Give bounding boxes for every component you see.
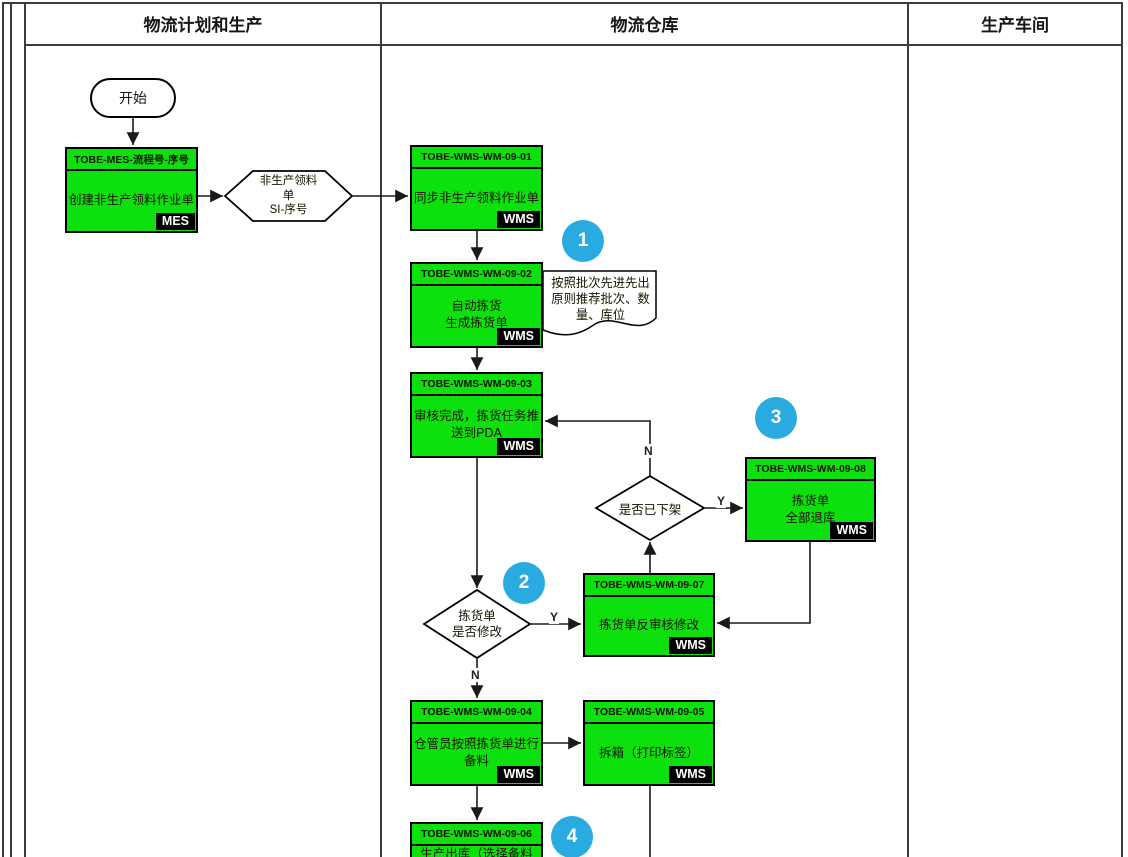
- process-body: 自动拣货 生成拣货单: [445, 299, 508, 330]
- process-body: 创建非生产领料作业单: [69, 192, 195, 207]
- lane-title-logistics-planning: 物流计划和生产: [143, 15, 263, 35]
- lane-title-production-workshop: 生产车间: [981, 15, 1049, 35]
- edge-label-modify-no: N: [470, 668, 481, 682]
- process-wm-09-02: TOBE-WMS-WM-09-02 自动拣货 生成拣货单 WMS: [410, 262, 543, 348]
- process-id: TOBE-WMS-WM-09-07: [585, 575, 713, 597]
- process-id: TOBE-WMS-WM-09-06: [412, 824, 541, 846]
- frame-inner-left-border: [10, 2, 12, 857]
- system-tag-wms: WMS: [669, 637, 712, 654]
- document-note-shape: [542, 270, 657, 336]
- process-mes-create: TOBE-MES-流程号-序号 创建非生产领料作业单 MES: [65, 147, 198, 233]
- start-label: 开始: [119, 90, 147, 106]
- process-id: TOBE-WMS-WM-09-04: [412, 702, 541, 724]
- frame-right-border: [1121, 2, 1123, 857]
- process-body: 生产出库（选择备料: [420, 847, 533, 857]
- edge-label-offshelf-yes: Y: [716, 494, 727, 508]
- process-body: 审核完成，拣货任务推 送到PDA: [414, 409, 540, 440]
- process-wm-09-01: TOBE-WMS-WM-09-01 同步非生产领料作业单 WMS: [410, 145, 543, 231]
- process-id: TOBE-MES-流程号-序号: [67, 149, 196, 171]
- process-id: TOBE-WMS-WM-09-05: [585, 702, 713, 724]
- process-body: 同步非生产领料作业单: [414, 190, 540, 205]
- hexagon-label: 非生产领料 单 SI-序号: [259, 175, 318, 217]
- process-body: 仓管员按照拣货单进行 备料: [414, 737, 540, 768]
- process-id: TOBE-WMS-WM-09-01: [412, 147, 541, 169]
- diamond-offshelf-decision: [594, 474, 706, 542]
- process-wm-09-04: TOBE-WMS-WM-09-04 仓管员按照拣货单进行 备料 WMS: [410, 700, 543, 786]
- edge-label-offshelf-no: N: [643, 444, 654, 458]
- process-id: TOBE-WMS-WM-09-08: [747, 459, 874, 481]
- lane-title-logistics-warehouse: 物流仓库: [610, 15, 679, 35]
- system-tag-wms: WMS: [830, 522, 873, 539]
- system-tag-wms: WMS: [497, 766, 540, 783]
- step-badge-4: 4: [551, 816, 593, 857]
- lane-divider-1: [380, 2, 382, 857]
- process-id: TOBE-WMS-WM-09-03: [412, 374, 541, 396]
- edge-offshelf-no-to-wm03: [545, 414, 651, 476]
- edge-wm08-to-wm07: [717, 541, 811, 630]
- lane-divider-0: [24, 2, 26, 857]
- system-tag-wms: WMS: [497, 211, 540, 228]
- system-tag-mes: MES: [155, 213, 195, 230]
- process-wm-09-06: TOBE-WMS-WM-09-06 生产出库（选择备料: [410, 822, 543, 857]
- step-badge-2: 2: [503, 562, 545, 604]
- process-body: 拣货单 全部退库: [785, 493, 836, 525]
- process-body: 拣货单反审核修改: [598, 617, 699, 632]
- start-node: 开始: [90, 78, 176, 118]
- system-tag-wms: WMS: [497, 328, 540, 345]
- process-wm-09-03: TOBE-WMS-WM-09-03 审核完成，拣货任务推 送到PDA WMS: [410, 372, 543, 458]
- lane-divider-2: [907, 2, 909, 857]
- edge-label-modify-yes: Y: [549, 610, 560, 624]
- process-wm-09-05: TOBE-WMS-WM-09-05 拆箱（打印标签） WMS: [583, 700, 715, 786]
- process-body: 拆箱（打印标签）: [598, 745, 699, 760]
- process-id: TOBE-WMS-WM-09-02: [412, 264, 541, 286]
- system-tag-wms: WMS: [497, 438, 540, 455]
- step-badge-3: 3: [755, 397, 797, 439]
- offshelf-decision-label: 是否已下架: [618, 502, 682, 517]
- step-badge-1: 1: [562, 220, 604, 262]
- note-label: 按照批次先进先出 原则推荐批次、数 量、库位: [551, 276, 650, 322]
- system-tag-wms: WMS: [669, 766, 712, 783]
- process-wm-09-07: TOBE-WMS-WM-09-07 拣货单反审核修改 WMS: [583, 573, 715, 657]
- frame-top-border: [2, 2, 1123, 4]
- process-wm-09-08: TOBE-WMS-WM-09-08 拣货单 全部退库 WMS: [745, 457, 876, 542]
- modify-decision-label: 拣货单 是否修改: [451, 608, 502, 639]
- frame-left-border: [2, 2, 4, 857]
- lane-header-divider: [24, 44, 1123, 46]
